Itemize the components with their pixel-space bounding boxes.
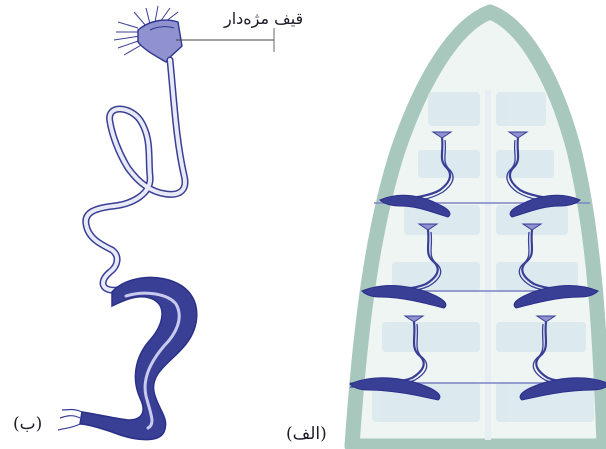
panel-b-nephridium — [58, 6, 197, 440]
panel-b-label: (ب) — [13, 414, 42, 434]
ciliated-funnel-label: قيف مژه‌دار — [224, 9, 303, 28]
panel-alef-label: (الف) — [286, 424, 327, 444]
ciliated-funnel — [138, 20, 182, 62]
nephridiopore — [58, 410, 82, 431]
bladder — [80, 277, 197, 439]
